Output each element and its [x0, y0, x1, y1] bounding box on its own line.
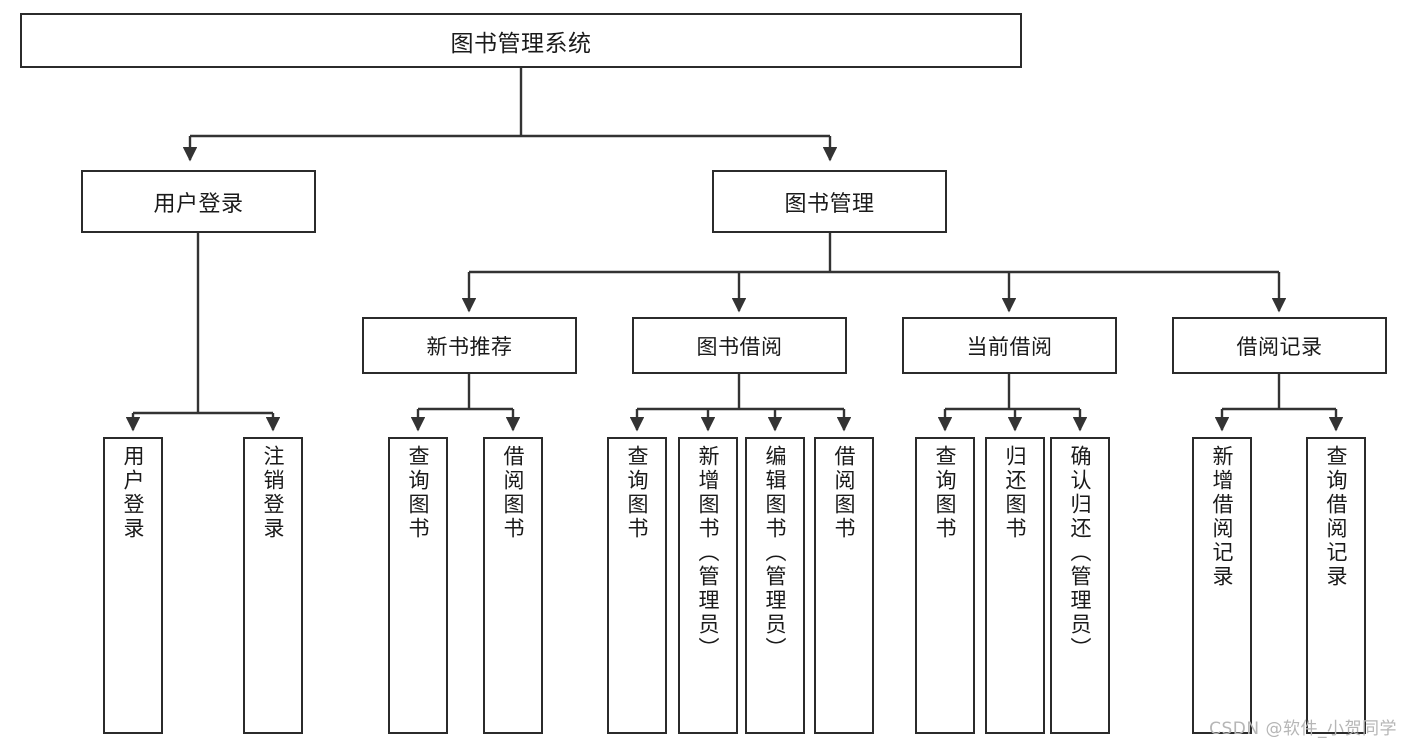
watermark: CSDN @软件_小贺同学 — [1209, 719, 1397, 739]
node-leaf-add-record[interactable]: 新增借阅记录 — [1192, 437, 1252, 734]
node-book-management[interactable]: 图书管理 — [712, 170, 947, 233]
node-current-borrow-label: 当前借阅 — [966, 334, 1053, 359]
node-borrow-record[interactable]: 借阅记录 — [1172, 317, 1387, 374]
node-leaf-add-book[interactable]: 新增图书（管理员） — [678, 437, 738, 734]
node-leaf-add-record-label: 新增借阅记录 — [1210, 445, 1235, 589]
node-leaf-add-book-label: 新增图书（管理员） — [696, 445, 721, 661]
node-leaf-query-book-3-label: 查询图书 — [933, 445, 958, 541]
node-root-label: 图书管理系统 — [450, 30, 592, 57]
node-leaf-query-record[interactable]: 查询借阅记录 — [1306, 437, 1366, 734]
node-leaf-query-record-label: 查询借阅记录 — [1324, 445, 1349, 589]
node-leaf-query-book-1-label: 查询图书 — [406, 445, 431, 541]
node-book-borrow[interactable]: 图书借阅 — [632, 317, 847, 374]
node-leaf-confirm-return-label: 确认归还（管理员） — [1068, 445, 1093, 661]
node-leaf-borrow-book-1-label: 借阅图书 — [501, 445, 526, 541]
node-leaf-edit-book-label: 编辑图书（管理员） — [763, 445, 788, 661]
node-leaf-query-book-2-label: 查询图书 — [625, 445, 650, 541]
node-leaf-logout[interactable]: 注销登录 — [243, 437, 303, 734]
node-leaf-user-login-label: 用户登录 — [121, 445, 146, 541]
node-new-book-recommend[interactable]: 新书推荐 — [362, 317, 577, 374]
node-leaf-user-login[interactable]: 用户登录 — [103, 437, 163, 734]
node-user-login[interactable]: 用户登录 — [81, 170, 316, 233]
node-leaf-query-book-3[interactable]: 查询图书 — [915, 437, 975, 734]
node-book-borrow-label: 图书借阅 — [696, 334, 783, 359]
node-current-borrow[interactable]: 当前借阅 — [902, 317, 1117, 374]
node-leaf-return-book-label: 归还图书 — [1003, 445, 1028, 541]
node-leaf-return-book[interactable]: 归还图书 — [985, 437, 1045, 734]
node-user-login-label: 用户登录 — [153, 191, 244, 217]
node-root[interactable]: 图书管理系统 — [20, 13, 1022, 68]
node-borrow-record-label: 借阅记录 — [1236, 334, 1323, 359]
node-leaf-confirm-return[interactable]: 确认归还（管理员） — [1050, 437, 1110, 734]
node-leaf-borrow-book-2[interactable]: 借阅图书 — [814, 437, 874, 734]
node-leaf-edit-book[interactable]: 编辑图书（管理员） — [745, 437, 805, 734]
node-leaf-borrow-book-2-label: 借阅图书 — [832, 445, 857, 541]
node-leaf-logout-label: 注销登录 — [261, 445, 286, 541]
node-leaf-borrow-book-1[interactable]: 借阅图书 — [483, 437, 543, 734]
node-leaf-query-book-2[interactable]: 查询图书 — [607, 437, 667, 734]
node-leaf-query-book-1[interactable]: 查询图书 — [388, 437, 448, 734]
node-new-book-recommend-label: 新书推荐 — [426, 334, 513, 359]
node-book-management-label: 图书管理 — [784, 191, 875, 217]
